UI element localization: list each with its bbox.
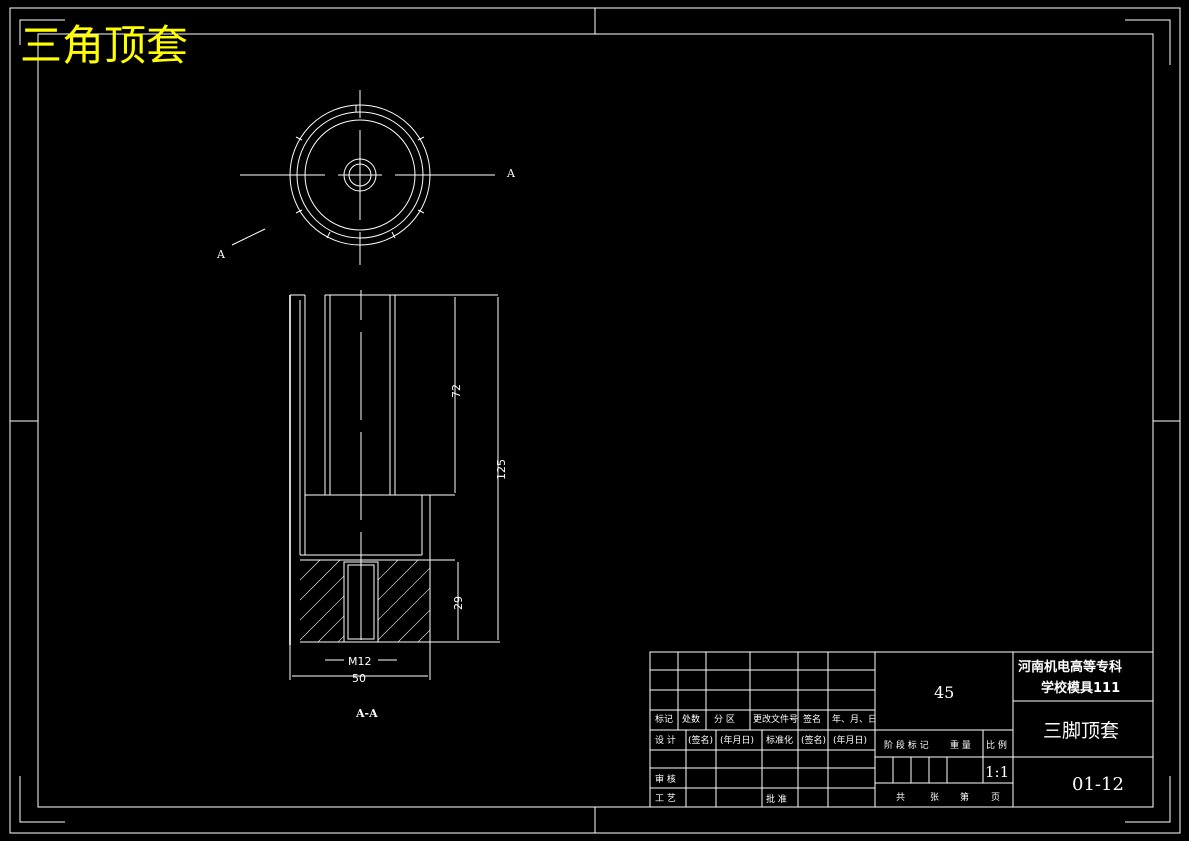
part-name: 三脚顶套 <box>1043 720 1119 742</box>
stage-mark-label: 阶 段 标 记 <box>884 739 929 751</box>
dim-29: 29 <box>452 596 465 610</box>
standard-date: (年月日) <box>833 734 867 746</box>
row-label-mark: 标记 <box>655 713 673 725</box>
row-label-zone: 分 区 <box>714 714 735 725</box>
top-view <box>231 90 495 265</box>
design-date: (年月日) <box>720 734 754 746</box>
standard-sign: (签名) <box>801 734 826 746</box>
drawing-number: 01-12 <box>1072 774 1124 795</box>
approve-label: 批 准 <box>766 793 787 805</box>
sheet-index-label: 第 <box>960 791 969 803</box>
scale-value: 1:1 <box>985 763 1009 781</box>
section-label: A-A <box>355 707 378 720</box>
section-view <box>289 290 500 680</box>
material: 45 <box>934 683 954 702</box>
dim-m12: M12 <box>348 655 372 668</box>
row-label-date: 年、月、日 <box>832 713 877 725</box>
school-line-2: 学校模具111 <box>1041 680 1120 696</box>
process-label: 工 艺 <box>655 793 676 804</box>
design-sign: (签名) <box>688 734 713 746</box>
design-label: 设 计 <box>655 734 676 746</box>
sheet-total-label: 共 <box>896 792 905 803</box>
sheet-page-label: 页 <box>991 792 1000 803</box>
row-label-count: 处数 <box>682 713 700 725</box>
dim-125: 125 <box>495 459 508 480</box>
standard-label: 标准化 <box>766 734 793 746</box>
dim-72: 72 <box>450 384 463 398</box>
title-block <box>649 651 1154 808</box>
review-label: 审 核 <box>655 773 676 785</box>
dim-50: 50 <box>352 672 366 685</box>
row-label-sign: 签名 <box>803 713 821 725</box>
row-label-change: 更改文件号 <box>753 713 798 725</box>
outer-border <box>9 7 1181 834</box>
sheet-unit-label: 张 <box>930 792 939 803</box>
weight-label: 重 量 <box>950 739 971 751</box>
section-marker-left: A <box>216 248 226 261</box>
section-marker-right: A <box>506 167 516 180</box>
drawing-title: 三角顶套 <box>20 21 188 70</box>
scale-label: 比 例 <box>986 739 1007 751</box>
school-line-1: 河南机电高等专科 <box>1018 659 1122 675</box>
